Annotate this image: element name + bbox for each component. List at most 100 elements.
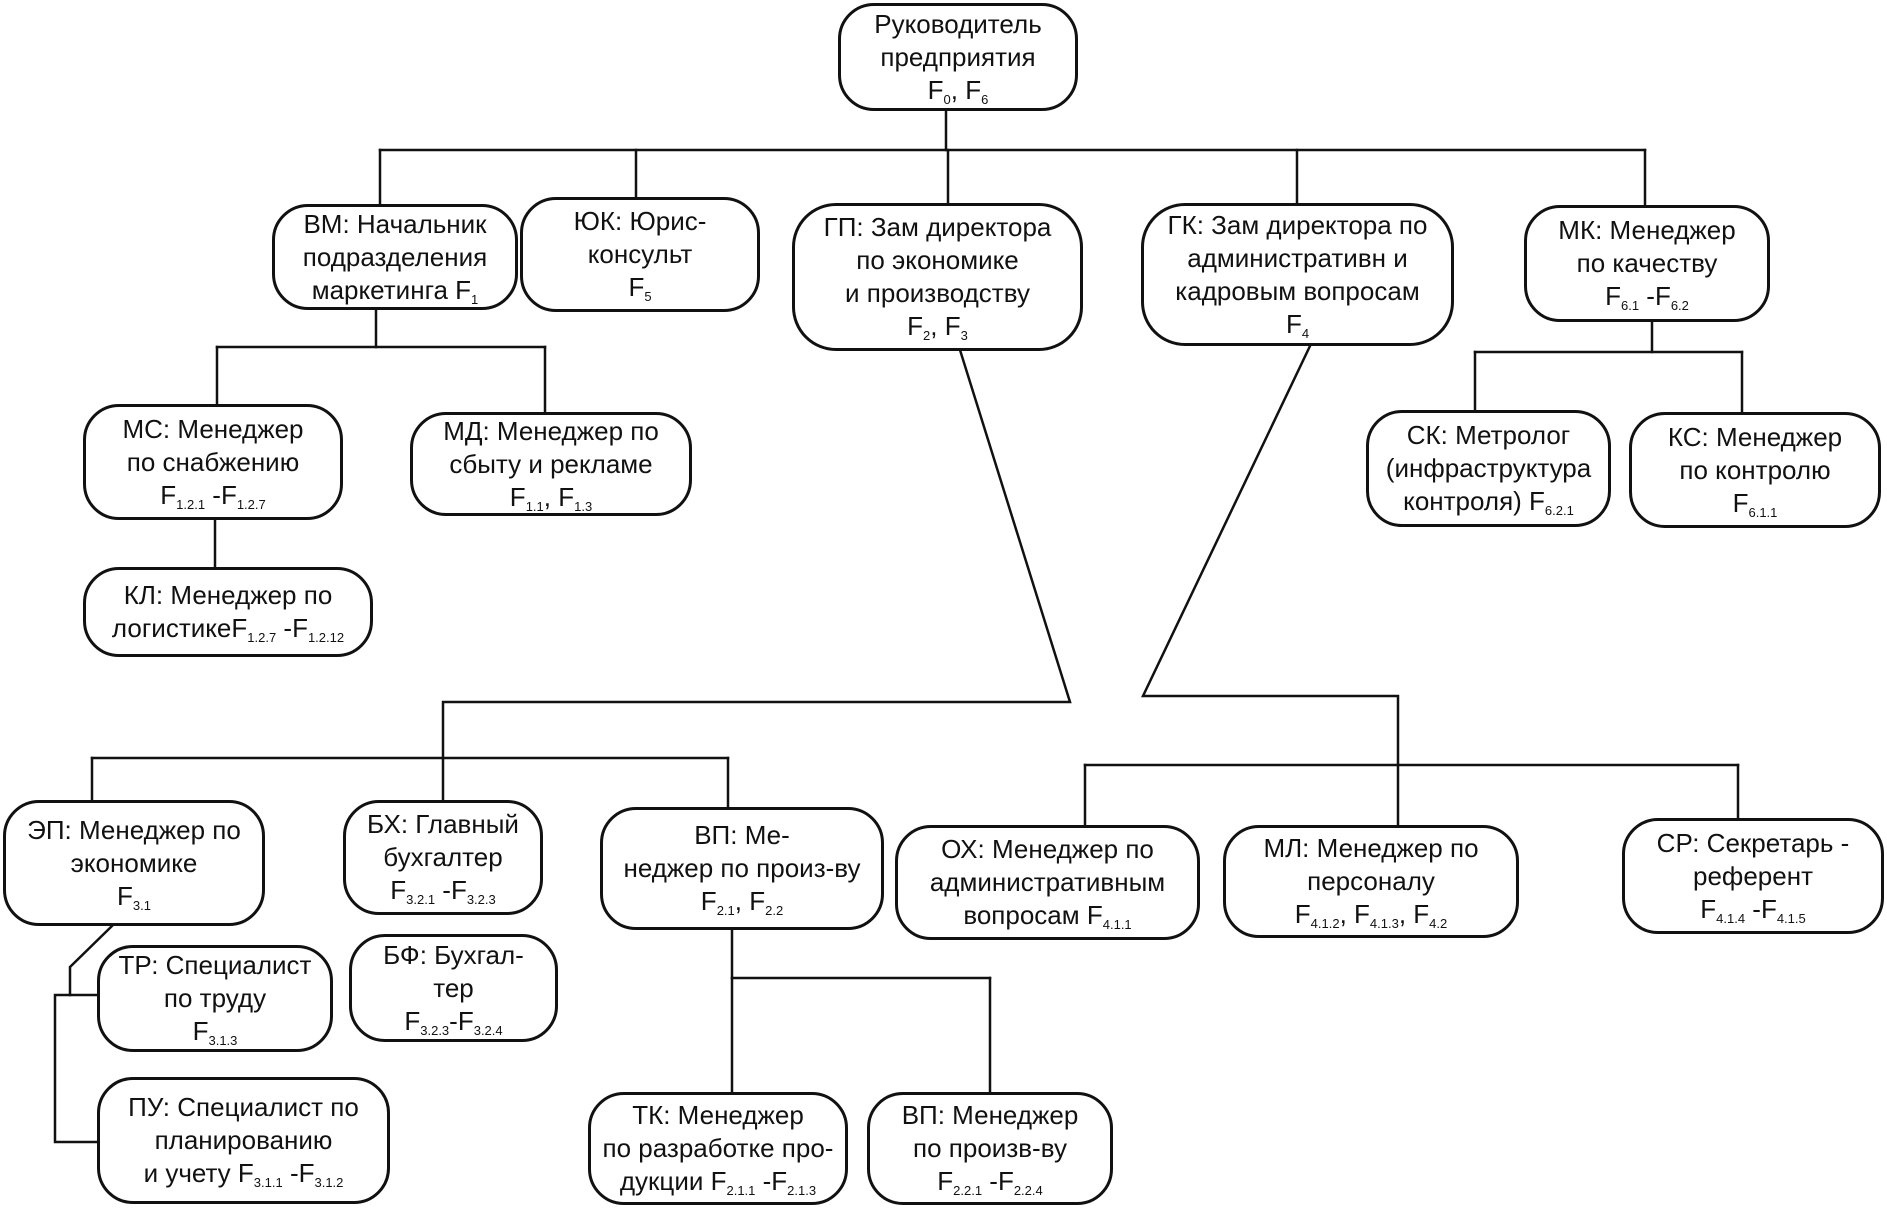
node-subscript: 4 <box>1301 325 1310 341</box>
node-subscript: 1.2.12 <box>307 630 345 645</box>
node-text-line: по произв-ву <box>913 1132 1067 1165</box>
node-text-line: F1.2.1 -F1.2.7 <box>160 479 266 512</box>
node-text-line: тер <box>433 972 474 1005</box>
node-text: , F <box>950 74 982 105</box>
node-text: контроля) F <box>1403 486 1545 516</box>
node-subscript: 6 <box>981 91 989 107</box>
node-text: , F <box>543 481 575 512</box>
node-text: КЛ: Менеджер по <box>123 580 333 610</box>
node-text-line: (инфраструктура <box>1386 452 1591 485</box>
node-text-line: F5 <box>628 271 651 304</box>
node-text: ТК: Менеджер <box>632 1100 804 1130</box>
node-text-line: персоналу <box>1307 865 1435 898</box>
node-text: подразделения <box>302 241 488 272</box>
node-subscript: 4.1.2 <box>1310 916 1340 931</box>
node-text: вопросам F <box>963 900 1103 930</box>
node-text: , F <box>734 886 766 916</box>
node-text: ВП: Ме- <box>694 820 790 850</box>
node-text-line: F2.1, F2.2 <box>701 885 783 918</box>
node-text-line: F0, F6 <box>928 74 989 107</box>
node-text: F <box>509 481 526 512</box>
node-text-line: ГП: Зам директора <box>824 211 1052 244</box>
node-subscript: 2.2 <box>765 903 784 918</box>
node-text: по контролю <box>1679 454 1831 485</box>
node-text: ВМ: Начальник <box>303 208 487 239</box>
node-text-line: по экономике <box>856 244 1019 277</box>
node-text: F <box>404 1005 421 1036</box>
node-subscript: 3 <box>960 328 968 343</box>
node-text-line: ОХ: Менеджер по <box>941 833 1154 866</box>
node-text: -F <box>1745 893 1777 924</box>
node-text-line: БХ: Главный <box>367 808 519 841</box>
node-text-line: предприятия <box>880 41 1035 74</box>
node-subscript: 3.1.1 <box>253 1175 283 1190</box>
node-text: F <box>1700 893 1717 924</box>
node-text-line: F6.1.1 <box>1733 487 1778 520</box>
node-text: F <box>628 272 645 302</box>
node-text: F <box>1605 281 1621 311</box>
node-text: по труду <box>163 983 267 1013</box>
node-text: , F <box>930 311 961 341</box>
node-text: ТР: Специалист <box>118 950 312 980</box>
node-text: административн и <box>1187 242 1408 273</box>
node-subscript: 2.1.1 <box>726 1183 756 1198</box>
node-text: референт <box>1693 860 1813 891</box>
node-text: F <box>390 875 407 905</box>
node-text: и учету F <box>143 1158 254 1188</box>
node-text: планированию <box>154 1125 333 1155</box>
node-subscript: 4.2 <box>1429 916 1448 931</box>
node-text: -F <box>755 1166 788 1196</box>
node-subscript: 3.2.3 <box>420 1022 450 1038</box>
node-text-line: СР: Секретарь - <box>1657 827 1850 860</box>
node-text: экономике <box>70 847 198 878</box>
node-text: предприятия <box>880 41 1036 72</box>
node-text-line: F4 <box>1286 308 1309 341</box>
node-text: по экономике <box>856 245 1019 275</box>
node-subscript: 1.2.7 <box>247 630 277 645</box>
node-text-line: по труду <box>164 982 266 1015</box>
node-text: МД: Менеджер по <box>443 415 659 446</box>
node-text: и производству <box>845 278 1030 308</box>
node-text-line: экономике <box>71 847 198 880</box>
node-text-line: по разработке про- <box>603 1132 834 1165</box>
node-subscript: 3.1.2 <box>314 1175 344 1190</box>
node-text-line: F1.1, F1.3 <box>510 481 592 514</box>
node-text-line: БФ: Бухгал- <box>383 939 524 972</box>
node-text-line: F2.2.1 -F2.2.4 <box>937 1165 1043 1198</box>
node-text-line: маркетинга F1 <box>312 274 479 307</box>
node-subscript: 0 <box>943 91 951 107</box>
node-subscript: 1.1 <box>525 498 544 514</box>
node-text: персоналу <box>1307 866 1435 896</box>
node-text-line: Руководитель <box>874 8 1042 41</box>
node-text: административным <box>929 867 1166 897</box>
node-text-line: планированию <box>155 1124 333 1157</box>
node-text-line: ГК: Зам директора по <box>1168 209 1428 242</box>
node-text: F <box>937 1166 954 1196</box>
node-text-line: подразделения <box>303 241 487 274</box>
node-text: тер <box>433 972 474 1003</box>
node-text-line: по контролю <box>1679 454 1830 487</box>
node-text-line: F3.1 <box>117 880 151 913</box>
node-text: неджер по произ-ву <box>623 853 861 883</box>
node-text: , F <box>1398 899 1430 929</box>
node-text: МК: Менеджер <box>1558 215 1736 245</box>
node-subscript: 4.1.1 <box>1102 917 1132 932</box>
node-text: F <box>1732 487 1749 518</box>
node-text: F <box>192 1016 209 1046</box>
node-subscript: 1.3 <box>574 498 593 514</box>
node-text: маркетинга F <box>311 274 472 305</box>
node-text-line: МД: Менеджер по <box>443 415 659 448</box>
node-text-line: консульт <box>588 238 693 271</box>
node-text-line: F4.1.4 -F4.1.5 <box>1700 893 1806 926</box>
node-text: ОХ: Менеджер по <box>941 834 1154 864</box>
node-text-line: ТК: Менеджер <box>632 1099 804 1132</box>
node-text: консульт <box>587 239 693 269</box>
